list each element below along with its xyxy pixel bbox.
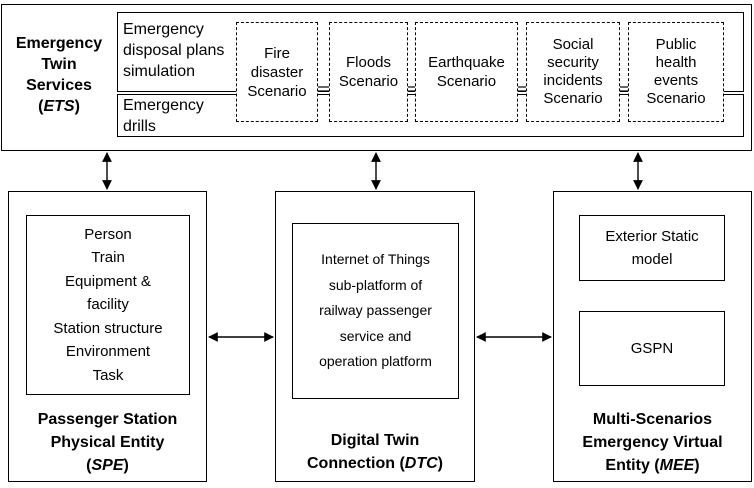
ets-plans-line: Emergency (123, 21, 204, 38)
spe-item: Task (92, 366, 124, 384)
spe-item: Station structure (53, 319, 163, 337)
ets-title-line: Twin (41, 56, 77, 73)
ets-abbr: ETS (43, 98, 75, 115)
scenario-public-line: Scenario (646, 90, 706, 107)
dtc-inner-box: Internet of Things sub-platform of railw… (292, 223, 459, 399)
mee-title-suffix: ) (694, 456, 700, 474)
scenario-floods-box: Floods Scenario (329, 22, 408, 122)
mee-title-line: Multi-Scenarios (592, 410, 713, 428)
dtc-inner-line: Internet of Things (321, 251, 430, 268)
dtc-title-line2: Connection (DTC) (307, 452, 443, 475)
spe-item: Train (91, 249, 125, 267)
spe-item: Equipment & (65, 272, 151, 290)
scenario-public-line: events (653, 72, 699, 89)
scenario-public-line: health (655, 54, 697, 71)
dtc-inner-line: railway passenger (319, 302, 432, 319)
spe-item: facility (87, 296, 129, 314)
scenario-fire-line: Scenario (247, 82, 307, 100)
mee-abbr: MEE (659, 456, 695, 474)
scenario-earthquake-line: Earthquake (428, 54, 505, 71)
scenario-public-box: Public health events Scenario (628, 22, 724, 122)
spe-title-line: Physical Entity (50, 433, 165, 451)
dtc-title-prefix: Connection ( (307, 455, 405, 472)
ets-plans-line: disposal plans (123, 42, 225, 59)
scenario-floods-line: Scenario (338, 73, 399, 90)
mee-gspn-box: GSPN (579, 311, 725, 386)
mee-title: Multi-Scenarios Emergency Virtual Entity… (555, 406, 750, 478)
spe-abbr: SPE (91, 456, 124, 474)
scenario-social-line: incidents (543, 72, 603, 89)
scenario-floods-line: Floods (345, 54, 392, 71)
ets-plans-label: Emergency disposal plans simulation (123, 19, 241, 82)
ets-plans-line: simulation (123, 63, 196, 80)
dtc-abbr: DTC (404, 455, 438, 472)
scenario-social-line: security (547, 54, 599, 71)
ets-title: Emergency Twin Services (ETS) (3, 30, 115, 120)
scenario-fire-line: disaster (250, 63, 304, 81)
mee-gspn-label: GSPN (630, 340, 674, 357)
ets-drills-line: drills (123, 118, 156, 135)
ets-title-line: Emergency (15, 35, 103, 52)
dtc-title: Digital Twin Connection (DTC) (277, 428, 473, 476)
scenario-earthquake-box: Earthquake Scenario (415, 22, 518, 122)
mee-title-line: Emergency Virtual (582, 433, 723, 451)
ets-abbr-line: (ETS) (38, 98, 80, 115)
scenario-social-box: Social security incidents Scenario (526, 22, 620, 122)
spe-item: Environment (65, 343, 151, 361)
spe-title: Passenger Station Physical Entity (SPE) (10, 406, 205, 478)
dtc-title-line: Digital Twin (330, 432, 420, 449)
dtc-inner-line: sub-platform of (328, 276, 423, 293)
scenario-fire-line: Fire (264, 44, 290, 62)
mee-static-line: Exterior Static (605, 228, 699, 245)
spe-item: Person (84, 225, 132, 243)
spe-inner-box: Person Train Equipment & facility Statio… (26, 215, 190, 395)
dtc-inner-line: service and (339, 327, 412, 344)
ets-drills-line: Emergency (123, 97, 204, 114)
dtc-inner-line: operation platform (319, 353, 432, 370)
dtc-title-suffix: ) (437, 455, 443, 472)
mee-static-model-box: Exterior Static model (579, 215, 725, 281)
spe-title-line: Passenger Station (37, 410, 178, 428)
scenario-social-line: Social (552, 36, 594, 53)
scenario-public-line: Public (655, 36, 697, 53)
scenario-earthquake-line: Scenario (436, 73, 497, 90)
ets-drills-label: Emergency drills (123, 95, 233, 137)
mee-title-prefix: Entity ( (605, 456, 660, 474)
mee-title-line3: Entity (MEE) (605, 454, 699, 477)
spe-abbr-line: (SPE) (86, 456, 129, 474)
ets-title-line: Services (26, 77, 92, 94)
scenario-social-line: Scenario (543, 90, 603, 107)
mee-static-line: model (631, 251, 673, 268)
scenario-fire-box: Fire disaster Scenario (236, 22, 318, 122)
